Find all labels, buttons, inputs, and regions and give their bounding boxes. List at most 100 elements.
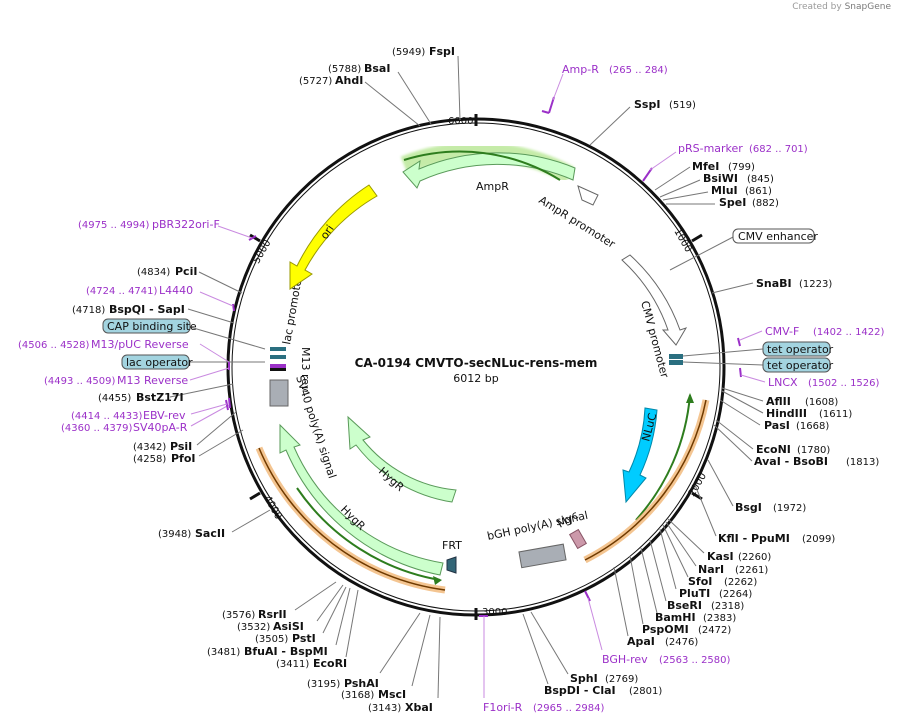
enzyme-name-aflii: AflII — [766, 395, 791, 408]
enzyme-spei: SpeI (882) — [666, 196, 779, 209]
box-cmv-enhancer: CMV enhancer — [669, 228, 818, 271]
plasmid-name: CA-0194 CMVTO-secNLuc-rens-mem — [355, 356, 598, 370]
enzyme-pos-clai: (2801) — [629, 686, 662, 697]
enzyme-msci: (3168) MscI — [341, 614, 431, 701]
box-tet-operator-2: tet operator — [682, 357, 834, 373]
enzyme-bsiwi: BsiWI (845) — [659, 172, 774, 198]
snapgene-credit: Created by SnapGene — [792, 2, 891, 12]
primer-f1ori-r: F1ori-R (2965 .. 2984) — [479, 615, 605, 714]
enzyme-name-bseri: BseRI — [667, 599, 702, 612]
enzyme-avai: AvaI - BsoBI (1813) — [713, 424, 879, 468]
feature-label-m13rev: M13 rev — [299, 347, 312, 392]
enzyme-bseri: BseRI (2318) — [649, 539, 744, 612]
enzyme-pos-psii: (4342) — [133, 442, 166, 453]
primer-name-cmv-f: CMV-F — [765, 325, 799, 338]
box-tet-operator-1: tet operator — [682, 341, 834, 357]
enzyme-pos-bseri: (2318) — [711, 601, 744, 612]
tet-operator-mark-1 — [669, 354, 683, 359]
credit-prefix: Created by — [792, 2, 842, 12]
box-label-tet-operator-2: tet operator — [767, 359, 834, 372]
enzyme-pos-kfli: (2099) — [802, 534, 835, 545]
enzyme-pos-asisi: (3532) — [237, 622, 270, 633]
enzyme-name-pluti: PluTI — [679, 587, 710, 600]
enzyme-xbai: (3143) XbaI — [368, 616, 441, 714]
enzyme-name-pasi: PasI — [764, 419, 790, 432]
enzyme-name-rsrii: RsrII — [258, 608, 287, 621]
feature-nluc: NLuC — [622, 407, 659, 504]
enzyme-name-nari: NarI — [698, 563, 724, 576]
arc-right-green — [635, 394, 691, 521]
primer-m13-reverse: (4493 .. 4509) M13 Reverse — [44, 362, 230, 387]
enzyme-name-xbai: XbaI — [405, 701, 433, 714]
enzyme-pos-spei: (882) — [752, 198, 779, 209]
feature-label-frt: FRT — [442, 539, 462, 552]
enzyme-mlui: MluI (861) — [662, 184, 772, 201]
enzyme-name-kasi: KasI — [707, 550, 734, 563]
primer-range-bgh-rev: (2563 .. 2580) — [659, 655, 731, 666]
box-cap-binding: CAP binding site — [102, 318, 266, 350]
primer-name-sv40pa-r: SV40pA-R — [133, 421, 188, 434]
enzyme-pos-bsiwi: (845) — [747, 174, 774, 185]
enzyme-pos-pcii: (4834) — [137, 267, 170, 278]
enzyme-sspi: SspI (519) — [589, 98, 696, 146]
primer-range-prs-marker: (682 .. 701) — [749, 144, 808, 155]
primer-name-ebv-rev: EBV-rev — [143, 409, 186, 422]
enzyme-name-avai: AvaI - BsoBI — [754, 455, 828, 468]
tick-label-6000: 6000 — [448, 116, 473, 127]
feature-ampr-promoter: AmpR promoter — [536, 185, 618, 251]
tet-operator-mark-2 — [669, 360, 683, 365]
enzyme-snabi: SnaBI (1223) — [711, 277, 832, 294]
enzyme-pluti: PluTI (2264) — [659, 528, 752, 600]
tick-label-3000: 3000 — [482, 607, 507, 618]
enzyme-pos-sspi: (519) — [669, 100, 696, 111]
enzyme-name-pspomi: PspOMI — [642, 623, 689, 636]
enzyme-pos-pfoi: (4258) — [133, 454, 166, 465]
enzyme-bsai: (5788) BsaI — [328, 62, 432, 125]
enzyme-mfei: MfeI (799) — [654, 160, 755, 191]
primer-name-prs-marker: pRS-marker — [678, 142, 743, 155]
enzyme-ahdi: (5727) AhdI — [299, 74, 421, 127]
enzyme-pos-pasi: (1668) — [796, 421, 829, 432]
tick-label-4000: 4000 — [261, 494, 283, 522]
enzyme-clai: BspDI - ClaI (2801) — [522, 613, 662, 697]
enzyme-psii: (4342) PsiI — [133, 411, 237, 453]
enzyme-hindiii: HindIII (1611) — [721, 390, 852, 420]
primer-name-f1ori-r: F1ori-R — [483, 701, 523, 714]
enzyme-name-sfoi: SfoI — [688, 575, 712, 588]
primer-prs-marker: pRS-marker (682 .. 701) — [642, 142, 808, 182]
enzyme-pos-snabi: (1223) — [799, 279, 832, 290]
primer-lncx: LNCX (1502 .. 1526) — [739, 367, 880, 389]
enzyme-name-pfoi: PfoI — [171, 452, 196, 465]
feature-label-ampr: AmpR — [476, 180, 509, 193]
enzyme-name-hindiii: HindIII — [766, 407, 807, 420]
enzyme-pasi: PasI (1668) — [719, 399, 829, 432]
enzyme-kasi: KasI (2260) — [667, 518, 771, 563]
primer-range-ebv-rev: (4414 .. 4433) — [71, 411, 143, 422]
enzyme-name-sphi: SphI — [570, 672, 598, 685]
primer-name-amp-r: Amp-R — [562, 63, 599, 76]
enzyme-sapi: (4718) BspQI - SapI — [72, 303, 235, 324]
enzyme-name-ahdi: AhdI — [335, 74, 363, 87]
enzyme-pos-bsai: (5788) — [328, 64, 361, 75]
primer-range-pbr322ori-f: (4975 .. 4994) — [78, 220, 150, 231]
enzyme-name-bsai: BsaI — [364, 62, 390, 75]
enzyme-sphi: SphI (2769) — [530, 611, 638, 685]
enzyme-pos-pshai: (3195) — [307, 679, 340, 690]
feature-ampr: AmpR — [400, 142, 576, 193]
enzyme-pos-sacii: (3948) — [158, 529, 191, 540]
primer-m13-puc-reverse: (4506 .. 4528) M13/pUC Reverse — [18, 338, 230, 363]
primer-range-sv40pa-r: (4360 .. 4379) — [61, 423, 133, 434]
primer-pbr322ori-f: (4975 .. 4994) pBR322ori-F — [78, 218, 257, 241]
enzyme-name-pcii: PciI — [175, 265, 197, 278]
enzyme-pos-bstz17i: (4455) — [98, 393, 131, 404]
primer-sv40pa-r: (4360 .. 4379) SV40pA-R — [61, 397, 231, 434]
enzyme-name-mlui: MluI — [711, 184, 738, 197]
tick-label-5000: 5000 — [251, 238, 273, 266]
enzyme-name-asisi: AsiSI — [273, 620, 304, 633]
enzyme-pos-xbai: (3143) — [368, 703, 401, 714]
enzyme-name-snabi: SnaBI — [756, 277, 792, 290]
enzyme-bfuai: (3481) BfuAI - BspMI — [207, 587, 351, 658]
primer-range-lncx: (1502 .. 1526) — [808, 378, 880, 389]
enzyme-ecori: (3411) EcoRI — [276, 589, 359, 670]
